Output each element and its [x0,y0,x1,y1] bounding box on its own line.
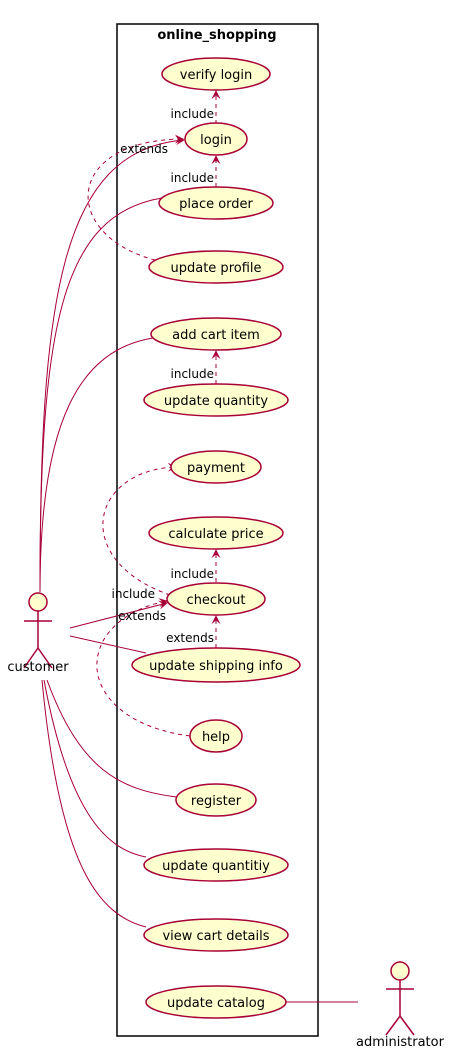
usecase-update-quantity[interactable]: update quantity [143,383,289,417]
rel-help-extends-checkout [96,598,191,737]
assoc-customer-place-order [39,197,163,593]
usecase-checkout[interactable]: checkout [166,582,266,616]
usecase-add-cart-item-label: add cart item [172,328,260,343]
usecase-update-shipping-info-label: update shipping info [149,659,283,674]
usecase-login[interactable]: login [184,122,248,156]
usecase-payment-label: payment [187,461,245,476]
usecase-verify-login-label: verify login [180,68,253,83]
usecase-update-quantity-label: update quantity [164,394,268,409]
usecase-update-profile-label: update profile [171,261,262,276]
assoc-customer-view-cart-details [41,679,147,928]
system-boundary [116,23,319,1037]
usecase-checkout-label: checkout [187,593,246,608]
usecase-calculate-price[interactable]: calculate price [148,516,284,550]
label-include-add-cart-item: include [171,367,214,381]
system-title: online_shopping [157,28,276,43]
actor-administrator[interactable] [385,961,415,1036]
relation-labels: include extends include include include … [112,107,214,645]
assoc-customer-update-quantitiy [43,679,147,858]
label-extends-login: extends [120,142,168,156]
customer-associations [39,136,185,928]
usecase-view-cart-details-label: view cart details [162,929,269,944]
actor-customer-label: customer [7,660,69,675]
label-include-login: include [171,171,214,185]
usecase-help-label: help [202,730,230,745]
usecase-register-label: register [191,794,242,809]
usecase-place-order-label: place order [179,197,253,212]
usecase-update-quantitiy-label: update quantitiy [162,859,270,874]
label-extends-checkout-help: extends [118,609,166,623]
rel-checkout-include-payment [102,462,177,596]
actor-administrator-label: administrator [356,1035,445,1050]
usecase-verify-login[interactable]: verify login [161,57,271,91]
usecase-view-cart-details[interactable]: view cart details [143,918,289,952]
usecase-payment[interactable]: payment [170,450,262,484]
include-relations [102,90,221,596]
label-include-calculate-price: include [171,567,214,581]
assoc-customer-add-cart-item [39,337,154,593]
label-include-verify-login: include [171,107,214,121]
assoc-customer-checkout [69,600,168,629]
rel-update-profile-extends-login [87,134,184,263]
usecase-help[interactable]: help [189,719,243,753]
usecase-update-quantitiy[interactable]: update quantitiy [143,848,289,882]
usecase-register[interactable]: register [175,783,257,817]
label-include-payment: include [112,587,155,601]
label-extends-checkout-shipping: extends [166,631,214,645]
extend-relations [87,134,221,737]
usecase-update-shipping-info[interactable]: update shipping info [131,647,301,683]
usecase-calculate-price-label: calculate price [168,527,263,542]
usecase-place-order[interactable]: place order [158,186,274,220]
usecase-add-cart-item[interactable]: add cart item [150,317,282,351]
usecase-login-label: login [200,133,232,148]
assoc-customer-update-shipping-info [69,635,147,654]
usecase-update-catalog-label: update catalog [167,996,265,1011]
assoc-customer-register [46,679,178,798]
use-cases: verify login login place order update pr… [131,57,301,1019]
usecase-update-catalog[interactable]: update catalog [145,985,287,1019]
actor-customer[interactable] [23,592,53,669]
usecase-update-profile[interactable]: update profile [148,250,284,284]
